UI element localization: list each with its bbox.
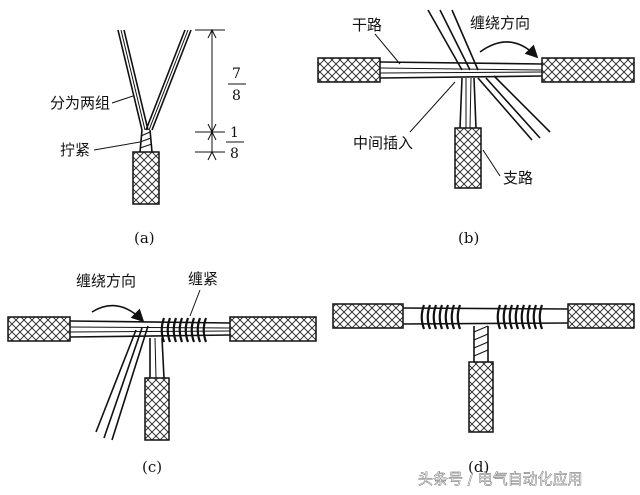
a-insulation bbox=[132, 151, 160, 205]
c-insulation-left bbox=[7, 316, 71, 342]
d-insulation-right bbox=[567, 303, 635, 329]
label-main-line: 干路 bbox=[352, 16, 382, 34]
panel-a: 7 8 1 8 分为两组 拧紧 (a) bbox=[50, 28, 246, 247]
panel-b: 干路 缠绕方向 中间插入 支路 (b) bbox=[317, 9, 635, 247]
d-insulation-left bbox=[332, 303, 404, 329]
fraction-bottom-numerator: 1 bbox=[230, 125, 239, 141]
caption-a: (a) bbox=[134, 229, 155, 247]
c-insulation-right bbox=[229, 316, 317, 342]
panel-d: (d) bbox=[332, 303, 635, 476]
label-branch-line: 支路 bbox=[503, 169, 533, 187]
caption-d: (d) bbox=[468, 458, 489, 476]
d-coil-left bbox=[420, 304, 462, 330]
caption-b: (b) bbox=[458, 229, 479, 247]
label-winding-direction-c: 缠绕方向 bbox=[76, 272, 136, 290]
b-insulation-branch bbox=[454, 127, 482, 189]
label-winding-direction-b: 缠绕方向 bbox=[470, 14, 530, 32]
label-wind-tight: 缠紧 bbox=[188, 270, 218, 288]
b-insulation-left bbox=[317, 57, 381, 83]
label-split-two-groups: 分为两组 bbox=[50, 94, 110, 112]
fraction-top-denominator: 8 bbox=[232, 88, 241, 104]
caption-c: (c) bbox=[142, 458, 162, 476]
panel-c: 缠绕方向 缠紧 (c) bbox=[7, 270, 317, 476]
watermark: 头条号 / 电气自动化应用 bbox=[418, 470, 583, 488]
b-insulation-right bbox=[541, 57, 635, 83]
d-coil-right bbox=[496, 304, 544, 330]
fraction-top-numerator: 7 bbox=[232, 66, 241, 82]
label-middle-insert: 中间插入 bbox=[353, 134, 413, 152]
label-twist-tight: 拧紧 bbox=[60, 141, 90, 159]
d-insulation-branch bbox=[468, 361, 494, 433]
fraction-bottom-denominator: 8 bbox=[230, 146, 239, 162]
c-coil bbox=[160, 317, 208, 343]
c-insulation-branch bbox=[144, 377, 170, 441]
